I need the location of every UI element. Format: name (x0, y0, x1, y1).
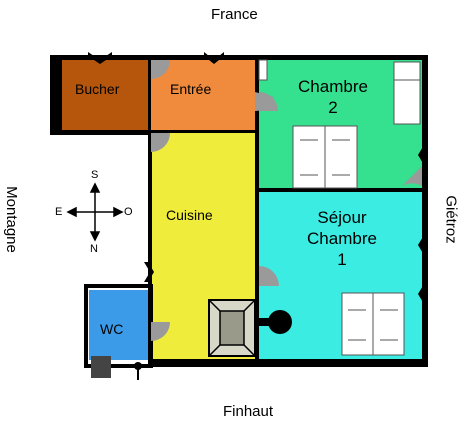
fireplace-inner (219, 310, 245, 346)
fireplace-line (243, 299, 256, 312)
door-arc (151, 60, 170, 79)
exterior-notch-left (50, 135, 86, 370)
label-entree: Entrée (170, 81, 212, 97)
door-arc (402, 166, 422, 186)
fireplace-line (208, 299, 221, 312)
label-north: France (211, 6, 258, 23)
fireplace-line (243, 344, 256, 357)
room-wc (89, 290, 148, 360)
label-chambre2-line1: Chambre (298, 77, 368, 96)
door-arc (259, 92, 278, 111)
fireplace-line (208, 344, 221, 357)
chambre2-bed (393, 61, 421, 125)
label-sejour: Séjour Chambre 1 (302, 207, 382, 270)
door-arc (259, 266, 279, 286)
wc-sink (134, 362, 142, 370)
compass-right-marker: O (124, 206, 133, 218)
compass-bottom-marker: N (90, 243, 98, 255)
label-chambre2-line2: 2 (328, 98, 338, 117)
label-bucher: Bucher (75, 81, 120, 97)
stove (268, 310, 292, 334)
entree-post (258, 59, 268, 81)
label-east: Giétroz (442, 195, 460, 244)
compass (66, 182, 124, 242)
stove-pipe (258, 318, 272, 326)
label-sejour-line2: Chambre (307, 229, 377, 248)
room-bucher (62, 60, 148, 130)
door-arc (151, 133, 170, 152)
window-marks (88, 52, 428, 304)
label-chambre2: Chambre 2 (298, 76, 368, 118)
label-cuisine: Cuisine (166, 207, 213, 223)
compass-left-marker: E (55, 206, 63, 218)
room-entree (151, 60, 255, 130)
label-south: Finhaut (223, 403, 274, 420)
compass-top-marker: S (91, 169, 99, 181)
wc-toilet (91, 356, 111, 378)
label-wc: WC (100, 321, 124, 337)
label-sejour-line1: Séjour (317, 208, 367, 227)
label-sejour-line3: 1 (337, 250, 347, 269)
door-arc (151, 322, 170, 341)
label-west: Montagne (2, 186, 20, 253)
